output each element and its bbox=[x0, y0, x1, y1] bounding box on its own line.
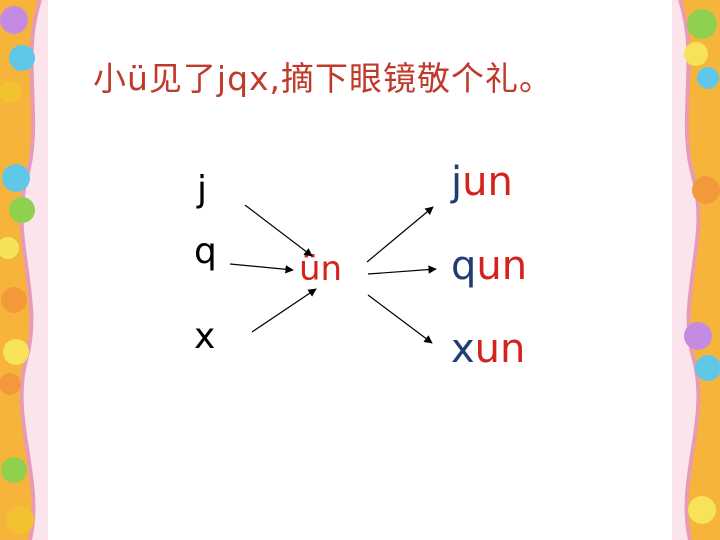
balloon-icon bbox=[0, 81, 21, 103]
balloon-icon bbox=[697, 67, 719, 89]
slide-title: 小ü见了jqx,摘下眼镜敬个礼。 bbox=[93, 59, 554, 98]
balloon-icon bbox=[9, 197, 35, 223]
right-decorative-border bbox=[672, 0, 720, 540]
arrow-diagram bbox=[229, 204, 437, 344]
left-decorative-border bbox=[0, 0, 48, 540]
balloon-icon bbox=[684, 322, 712, 350]
result-initial: x bbox=[451, 326, 475, 372]
result-jun: jun bbox=[451, 162, 513, 202]
content-area: 小ü见了jqx,摘下眼镜敬个礼。 j q x ün jun qun xun bbox=[48, 0, 672, 540]
balloon-icon bbox=[1, 287, 27, 313]
balloon-icon bbox=[0, 6, 28, 34]
arrow-j-to-un bbox=[244, 204, 313, 257]
balloon-icon bbox=[6, 506, 34, 534]
initial-x: x bbox=[194, 316, 216, 357]
balloon-icon bbox=[3, 339, 29, 365]
result-final: un bbox=[476, 243, 528, 289]
arrow-un-to-qun bbox=[367, 265, 437, 275]
initial-j: j bbox=[197, 169, 208, 210]
initial-q: q bbox=[194, 231, 217, 272]
arrow-un-to-xun bbox=[367, 294, 433, 344]
balloon-icon bbox=[687, 9, 717, 39]
arrow-q-to-un bbox=[229, 263, 294, 274]
result-qun: qun bbox=[451, 246, 527, 286]
result-initial: q bbox=[451, 243, 477, 289]
arrow-x-to-un bbox=[251, 288, 317, 333]
balloon-icon bbox=[2, 164, 30, 192]
balloon-icon bbox=[1, 457, 27, 483]
balloon-icon bbox=[9, 45, 35, 71]
balloon-icon bbox=[0, 373, 21, 395]
result-final: un bbox=[474, 326, 526, 372]
center-final: ün bbox=[299, 249, 343, 289]
balloon-icon bbox=[688, 496, 716, 524]
balloon-icon bbox=[684, 42, 708, 66]
result-final: un bbox=[462, 159, 513, 205]
balloon-icon bbox=[0, 237, 19, 259]
balloon-icon bbox=[695, 355, 720, 381]
result-initial: j bbox=[451, 159, 463, 205]
result-xun: xun bbox=[451, 329, 525, 369]
arrow-un-to-jun bbox=[366, 206, 434, 263]
balloon-icon bbox=[692, 176, 720, 204]
